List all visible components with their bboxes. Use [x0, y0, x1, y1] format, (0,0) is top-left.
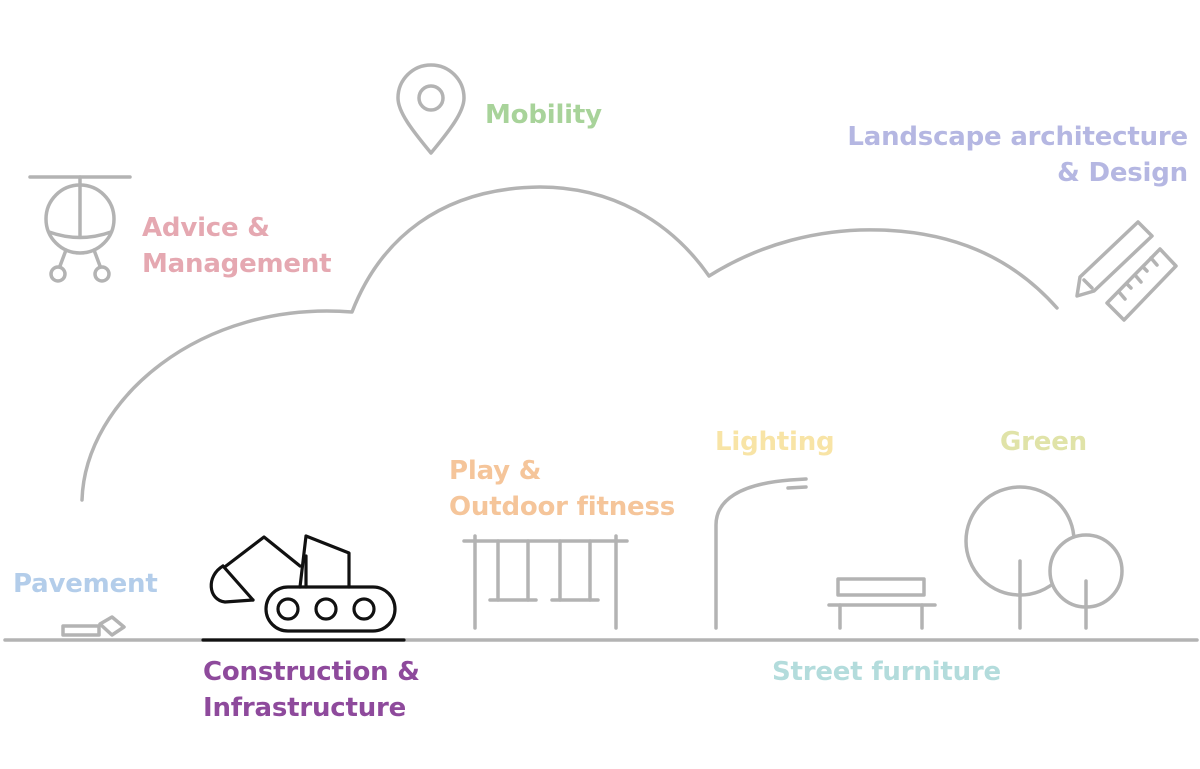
- label-lighting[interactable]: Lighting: [715, 424, 835, 460]
- helicopter-icon: [28, 175, 132, 283]
- play-line-2: Outdoor fitness: [449, 492, 675, 522]
- street-lamp-icon: [714, 477, 808, 630]
- mobility-text: Mobility: [485, 100, 602, 130]
- street-furniture-text: Street furniture: [772, 657, 1001, 687]
- map-pin-icon: [396, 63, 466, 155]
- landscape-line-2: & Design: [1057, 158, 1188, 188]
- landscape-line-1: Landscape architecture: [847, 122, 1188, 152]
- pavement-text: Pavement: [13, 569, 158, 599]
- play-line-1: Play &: [449, 456, 542, 486]
- label-advice-management[interactable]: Advice & Management: [142, 210, 332, 282]
- advice-line-2: Management: [142, 249, 332, 279]
- green-text: Green: [1000, 427, 1087, 457]
- label-mobility[interactable]: Mobility: [485, 97, 602, 133]
- bench-icon: [827, 577, 937, 630]
- paving-stones-icon: [61, 615, 126, 637]
- pencil-ruler-icon: [1075, 220, 1178, 322]
- label-pavement[interactable]: Pavement: [13, 566, 158, 602]
- label-construction-infrastructure[interactable]: Construction & Infrastructure: [203, 654, 420, 726]
- label-street-furniture[interactable]: Street furniture: [772, 654, 1001, 690]
- trees-icon: [964, 485, 1124, 630]
- construction-line-2: Infrastructure: [203, 693, 407, 723]
- label-green[interactable]: Green: [1000, 424, 1087, 460]
- cloud-outline: [80, 185, 1059, 502]
- advice-line-1: Advice &: [142, 213, 270, 243]
- swing-set-icon: [462, 534, 629, 630]
- lighting-text: Lighting: [715, 427, 835, 457]
- label-play-outdoor-fitness[interactable]: Play & Outdoor fitness: [449, 453, 675, 525]
- excavator-icon: [201, 534, 406, 642]
- label-landscape-architecture[interactable]: Landscape architecture & Design: [847, 119, 1188, 191]
- construction-line-1: Construction &: [203, 657, 420, 687]
